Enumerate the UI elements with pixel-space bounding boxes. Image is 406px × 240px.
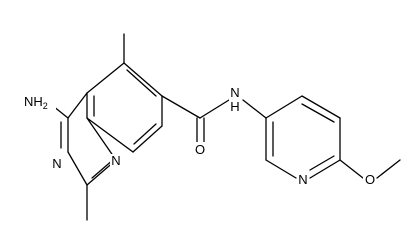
bond-c7-c8-inner: [133, 123, 157, 145]
bond-c8-c8a: [86, 117, 134, 153]
bond-py-c4-c5-inner: [301, 103, 335, 123]
bond-n1-c8a: [86, 117, 117, 161]
bond-py-c3-c4: [265, 95, 303, 119]
bond-c4a-c4: [67, 92, 88, 119]
amide-hydrogen-label: H: [230, 99, 239, 114]
pyridine-nitrogen-label: N: [298, 172, 307, 187]
bond-py-c6-n-inner: [309, 155, 335, 171]
bond-c5-c6-inner: [126, 69, 157, 97]
amide-nitrogen-label: N: [230, 85, 239, 100]
bond-c8-carbonyl: [161, 95, 201, 119]
molecule-structure: NH2 N N O N H N O: [22, 33, 401, 221]
bond-py-n-c2: [265, 159, 297, 179]
bond-n3-c2: [67, 151, 88, 186]
bond-py-c4-c5: [301, 95, 341, 119]
amino-subscript: 2: [43, 101, 48, 111]
carbonyl-oxygen-label: O: [195, 142, 205, 157]
bond-c5-c6: [123, 62, 163, 97]
bond-py-c6-o: [339, 159, 364, 179]
methoxy-oxygen-label: O: [365, 172, 375, 187]
bond-c7-c8: [132, 125, 163, 153]
amino-text: NH: [24, 94, 43, 109]
bond-layer: [52, 33, 401, 221]
bond-o-methyl: [376, 159, 401, 179]
n3-label: N: [52, 156, 61, 171]
n1-label: N: [111, 153, 120, 168]
bond-py-c6-n: [309, 159, 341, 179]
bond-carbonyl-n: [199, 99, 230, 119]
bond-c4a-c5: [86, 62, 125, 94]
amino-label: NH2: [24, 94, 48, 111]
bond-n-pyridine: [242, 99, 267, 119]
atom-label-layer: NH2 N N O N H N O: [22, 85, 376, 187]
